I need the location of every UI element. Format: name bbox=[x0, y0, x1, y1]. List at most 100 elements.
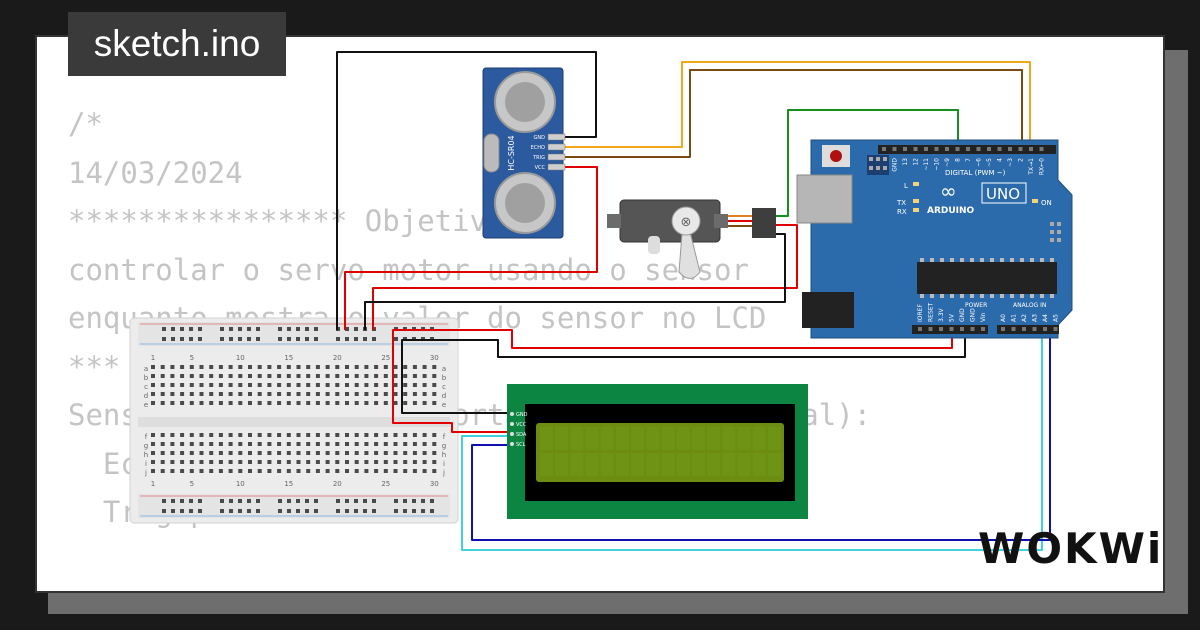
wire-sensor-vcc bbox=[344, 166, 598, 330]
microcontroller-chip bbox=[917, 262, 1057, 294]
analog-pin-label: A4 bbox=[1042, 314, 1049, 322]
usb-port bbox=[796, 174, 853, 224]
row-letter: i bbox=[443, 460, 445, 468]
column-number: 25 bbox=[381, 354, 390, 362]
column-number: 1 bbox=[151, 480, 155, 488]
power-pin-label: 5V bbox=[949, 313, 956, 322]
digital-pin-label: ~10 bbox=[934, 158, 941, 171]
power-pin-label: Vin bbox=[980, 312, 987, 322]
board-model-label: UNO bbox=[986, 185, 1020, 203]
row-letter: b bbox=[442, 374, 447, 382]
row-letter: g bbox=[442, 442, 446, 450]
row-letter: b bbox=[144, 374, 149, 382]
column-number: 15 bbox=[284, 480, 293, 488]
sensor-pin-label: GND bbox=[534, 135, 546, 141]
reset-button-icon bbox=[830, 150, 842, 162]
row-letter: f bbox=[443, 433, 446, 441]
arduino-infinity-icon: ∞ bbox=[940, 179, 957, 203]
digital-pin-label: 13 bbox=[902, 158, 909, 166]
analog-pin-label: A3 bbox=[1032, 314, 1039, 322]
analog-pin-label: A5 bbox=[1053, 314, 1060, 322]
transducer-icon bbox=[505, 82, 545, 122]
transducer-icon bbox=[505, 183, 545, 223]
row-letter: a bbox=[442, 365, 446, 373]
file-tab[interactable]: sketch.ino bbox=[68, 12, 286, 76]
lcd-pin-label: VCC bbox=[516, 422, 527, 428]
column-number: 15 bbox=[284, 354, 293, 362]
column-number: 20 bbox=[333, 354, 342, 362]
column-number: 5 bbox=[190, 354, 194, 362]
lcd-pin-label: SDA bbox=[516, 432, 527, 438]
wire-scl bbox=[471, 330, 1051, 541]
led-rx-label: RX bbox=[897, 208, 907, 216]
lcd-pin-label: GND bbox=[516, 412, 528, 418]
column-number: 1 bbox=[151, 354, 155, 362]
row-letter: h bbox=[442, 451, 446, 459]
power-pin-label: IOREF bbox=[917, 304, 924, 322]
digital-pin-label: ~9 bbox=[944, 158, 951, 167]
digital-pin-label: ~3 bbox=[1007, 158, 1014, 167]
digital-pin-label: 8 bbox=[955, 158, 962, 162]
wire-servo-vcc bbox=[372, 224, 798, 330]
power-pin-label: GND bbox=[959, 308, 966, 322]
power-pin-label: GND bbox=[970, 308, 977, 322]
arduino-logo-text: ARDUINO bbox=[927, 206, 975, 216]
wire-sensor-trig bbox=[565, 69, 1023, 158]
row-letter: a bbox=[144, 365, 148, 373]
wire-gnd bbox=[401, 330, 966, 414]
led-l-label: L bbox=[904, 182, 908, 190]
row-letter: h bbox=[144, 451, 148, 459]
digital-pin-label: 2 bbox=[1018, 158, 1025, 162]
power-header-label: POWER bbox=[965, 302, 987, 309]
row-letter: j bbox=[442, 469, 445, 477]
digital-pin-label: 7 bbox=[965, 158, 972, 162]
column-number: 30 bbox=[430, 480, 439, 488]
code-line: /* bbox=[68, 107, 103, 141]
sensor-pin-label: VCC bbox=[535, 165, 546, 171]
row-letter: c bbox=[144, 383, 148, 391]
wire-servo-signal bbox=[770, 109, 959, 217]
digital-header-label: DIGITAL (PWM ~) bbox=[945, 169, 1006, 177]
sensor-pin-label: ECHO bbox=[531, 145, 545, 151]
column-number: 20 bbox=[333, 480, 342, 488]
column-number: 30 bbox=[430, 354, 439, 362]
wokwi-logo: WOKWi bbox=[978, 524, 1164, 573]
digital-pin-label: ~6 bbox=[976, 158, 983, 167]
digital-pin-label: ~11 bbox=[923, 158, 930, 171]
servo-screw-icon: ⊗ bbox=[681, 215, 692, 230]
wire-5v bbox=[392, 329, 953, 433]
led-tx-label: TX bbox=[896, 199, 906, 207]
power-pin-label: 3.3V bbox=[938, 307, 945, 322]
column-number: 10 bbox=[236, 480, 245, 488]
digital-pin-label: TX→1 bbox=[1028, 158, 1035, 176]
analog-pin-label: A2 bbox=[1021, 314, 1028, 322]
row-letter: f bbox=[145, 433, 148, 441]
digital-pin-label: ~5 bbox=[986, 158, 993, 167]
digital-pin-label: RX←0 bbox=[1039, 158, 1046, 175]
sensor-pin-label: TRIG bbox=[532, 155, 545, 161]
code-line: 14/03/2024 bbox=[68, 155, 243, 190]
wire-sensor-gnd bbox=[336, 51, 597, 330]
row-letter: e bbox=[144, 401, 148, 409]
row-letter: d bbox=[442, 392, 446, 400]
row-letter: e bbox=[442, 401, 446, 409]
wire-sda bbox=[461, 330, 1043, 551]
power-jack bbox=[802, 292, 854, 328]
row-letter: j bbox=[144, 469, 147, 477]
row-letter: i bbox=[145, 460, 147, 468]
row-letter: c bbox=[442, 383, 446, 391]
code-line: controlar o servo motor usando o sensor bbox=[68, 252, 749, 287]
digital-pin-label: 12 bbox=[913, 158, 920, 166]
code-line: **************** Objetivo: bbox=[68, 204, 522, 238]
power-pin-label: RESET bbox=[928, 302, 935, 322]
column-number: 25 bbox=[381, 480, 390, 488]
column-number: 10 bbox=[236, 354, 245, 362]
digital-pin-label: 4 bbox=[997, 158, 1004, 162]
power-led-label: ON bbox=[1041, 199, 1052, 207]
analog-pin-label: A1 bbox=[1011, 314, 1018, 322]
column-number: 5 bbox=[190, 480, 194, 488]
